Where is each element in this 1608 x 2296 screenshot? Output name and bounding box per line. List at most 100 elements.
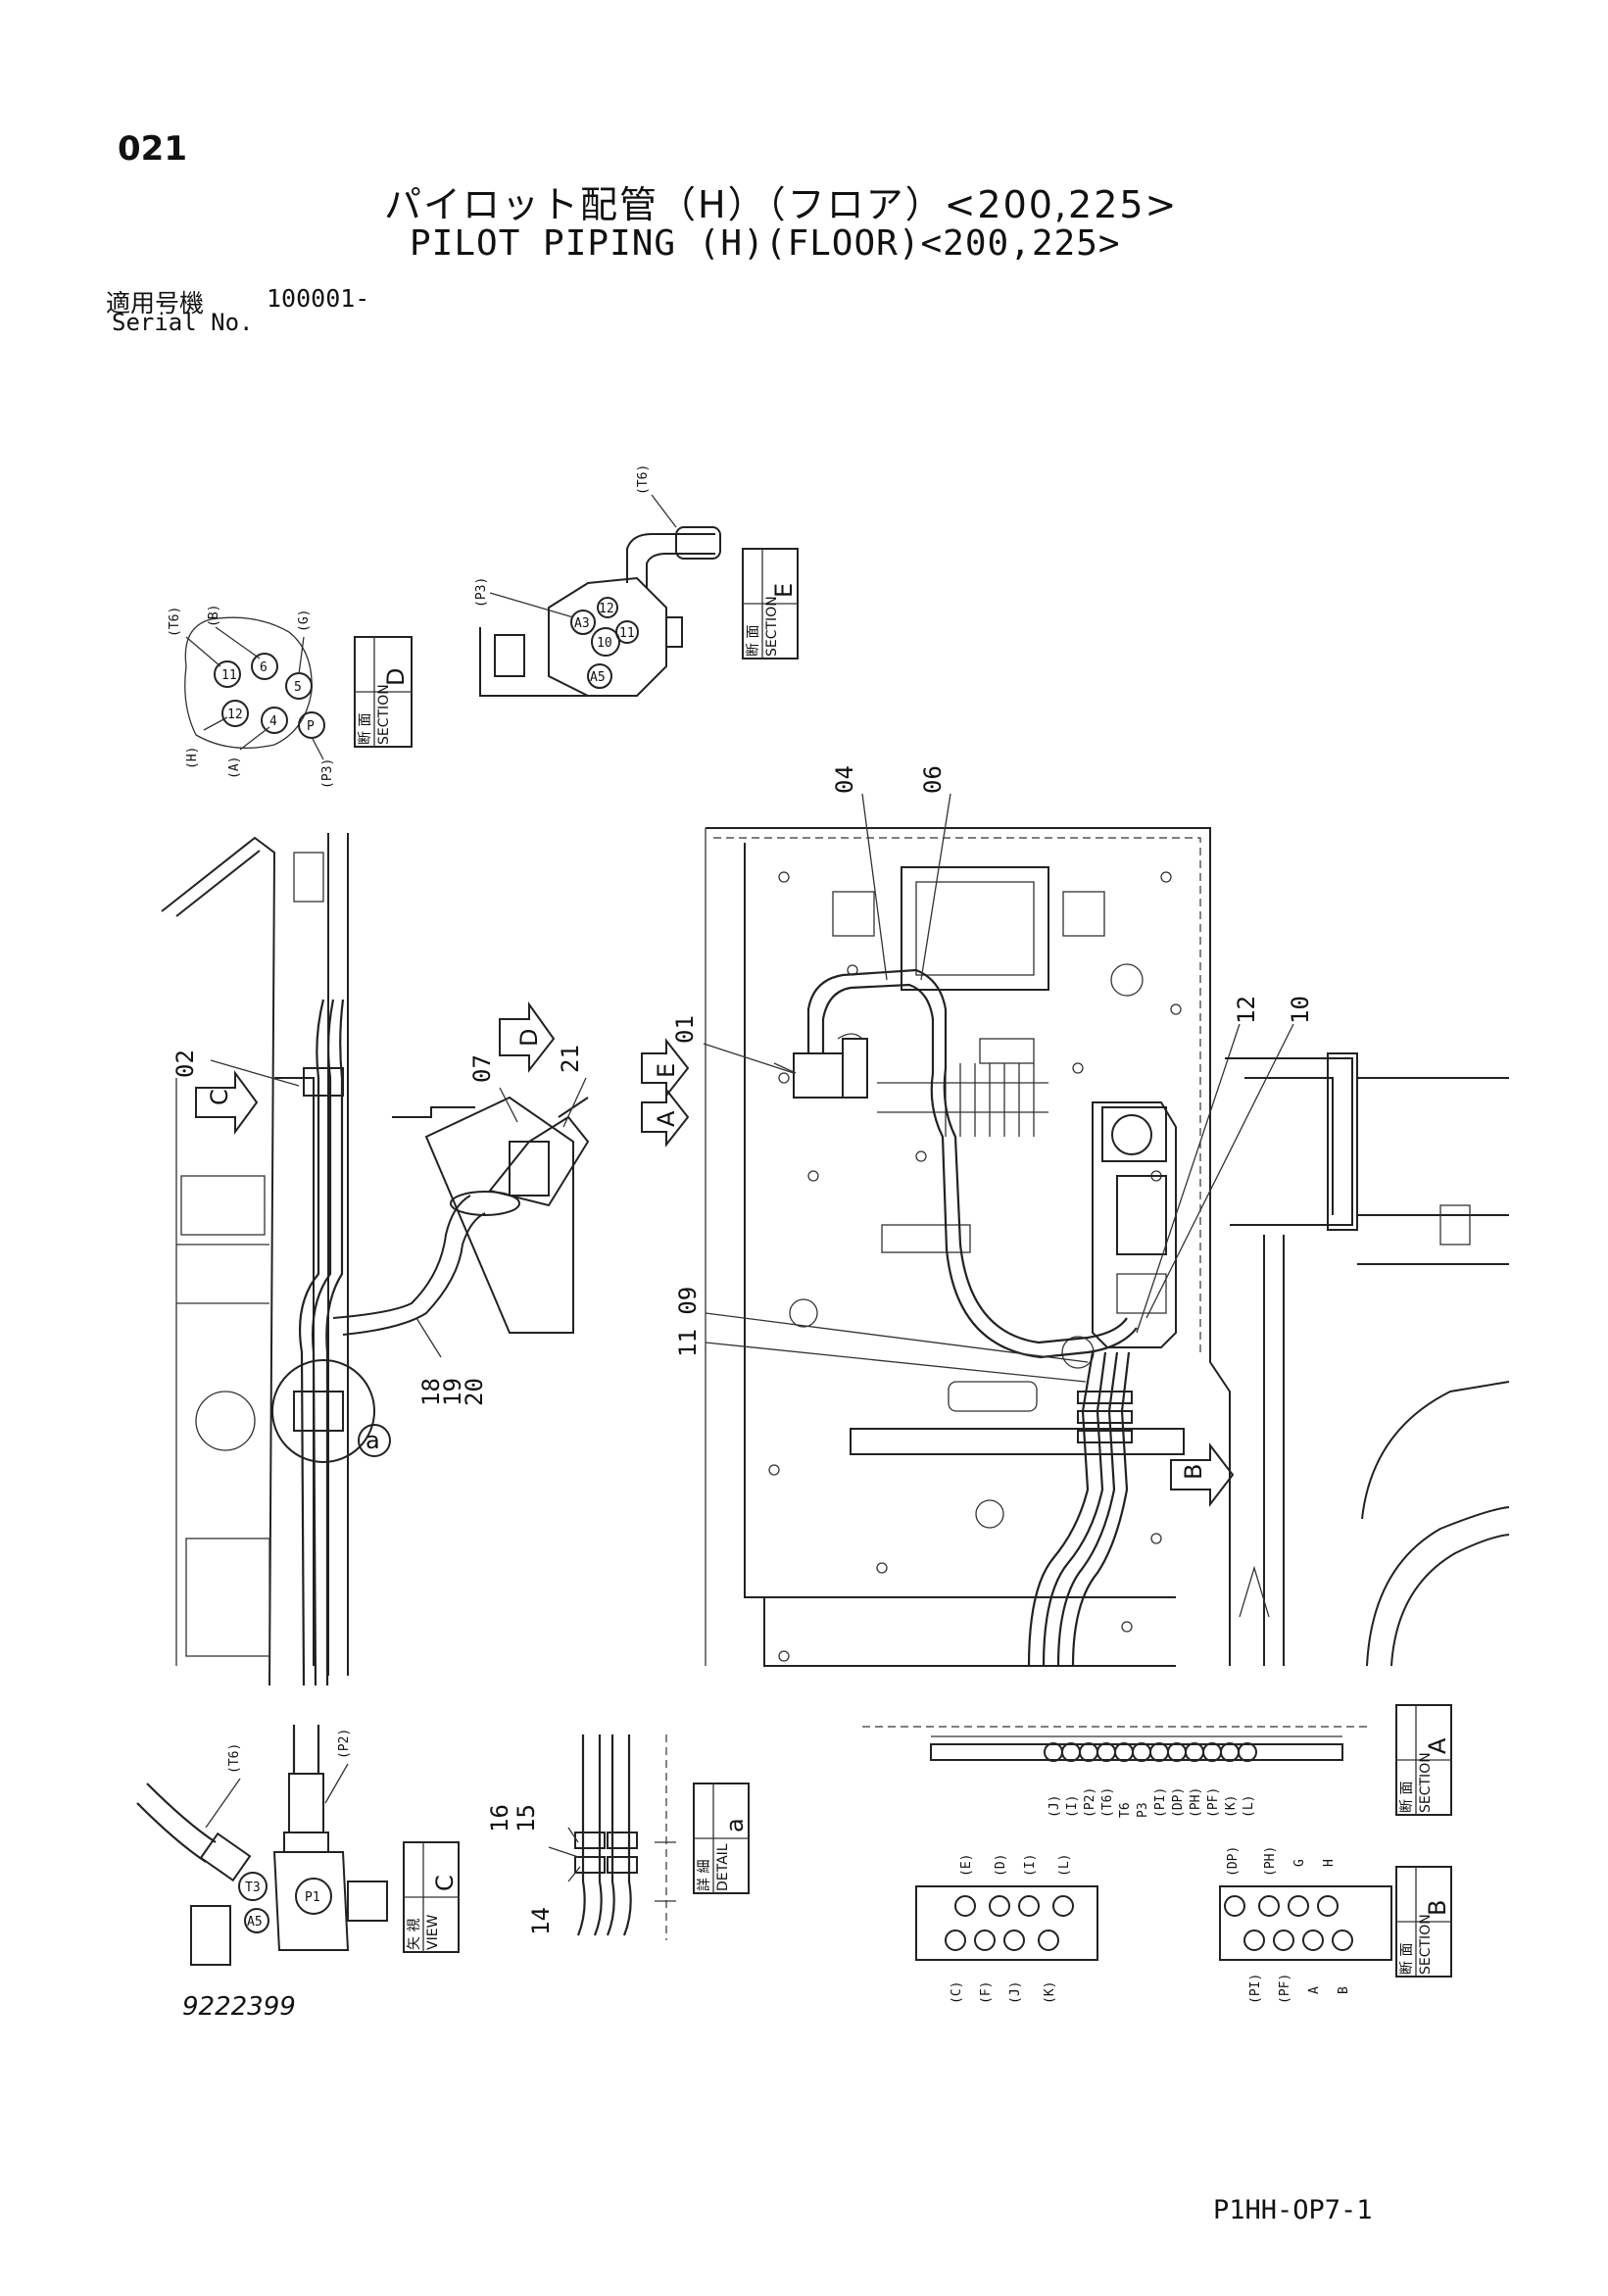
port-a-p2: (P2) <box>1083 1787 1097 1818</box>
port-b-a: A <box>1307 1986 1322 1994</box>
port-e-a3: A3 <box>574 616 590 631</box>
port-c-t6: (T6) <box>227 1743 242 1774</box>
port-c-p1: P1 <box>305 1890 320 1905</box>
view-e-arrow-label: E <box>653 1063 680 1078</box>
part-06: 06 <box>919 765 947 794</box>
port-b-ph: (PH) <box>1263 1846 1278 1877</box>
port-e-12: 12 <box>599 602 614 616</box>
port-e-11: 11 <box>619 626 635 641</box>
port-b-i: (I) <box>1023 1854 1038 1877</box>
detail-a-letter: a <box>721 1818 749 1832</box>
port-d-p: P <box>307 719 315 734</box>
port-d-g: (G) <box>297 610 312 632</box>
section-b-en: SECTION <box>1418 1914 1434 1975</box>
part-10: 10 <box>1287 996 1314 1024</box>
part-07: 07 <box>468 1054 496 1083</box>
port-a-t6-paren: (T6) <box>1100 1787 1115 1818</box>
port-e-t6: (T6) <box>636 464 651 495</box>
part-14: 14 <box>527 1907 555 1935</box>
port-c-p2: (P2) <box>337 1729 352 1759</box>
view-d-arrow-label: D <box>515 1029 543 1047</box>
port-b-b: B <box>1337 1986 1351 1994</box>
view-a-arrow-label: A <box>653 1110 680 1127</box>
part-19: 19 <box>439 1378 466 1406</box>
port-d-11: 11 <box>221 668 237 683</box>
port-b-d: (D) <box>994 1854 1008 1877</box>
part-15: 15 <box>512 1804 540 1832</box>
part-20: 20 <box>461 1378 488 1406</box>
port-b-dp: (DP) <box>1226 1846 1241 1877</box>
title-japanese: パイロット配管（H）（フロア）<200,225> <box>384 183 1179 226</box>
section-e-jp: 断 面 <box>746 625 761 657</box>
detail-a-en: DETAIL <box>715 1843 731 1891</box>
port-b-k: (K) <box>1043 1981 1057 2004</box>
page-number: 021 <box>118 129 187 169</box>
sheet-code: P1HH-OP7-1 <box>1213 2195 1373 2225</box>
port-b-pi: (PI) <box>1248 1974 1263 2004</box>
port-a-dp: (DP) <box>1171 1787 1186 1818</box>
section-d-view: 11 6 5 12 4 P (T6) (B) (G) (H) (A) (P3) … <box>168 605 413 789</box>
port-d-p3: (P3) <box>320 758 335 789</box>
section-a-letter: A <box>1424 1737 1451 1754</box>
port-a-k: (K) <box>1224 1795 1239 1818</box>
section-d-en: SECTION <box>376 684 392 745</box>
port-a-ph: (PH) <box>1189 1787 1203 1818</box>
section-d-jp: 断 面 <box>358 713 373 745</box>
port-d-12: 12 <box>227 708 243 722</box>
port-b-j: (J) <box>1008 1981 1023 2004</box>
port-e-p3: (P3) <box>474 577 489 608</box>
left-side-elevation: a C 02 18 19 20 07 21 D <box>161 833 590 1686</box>
serial-label-japanese: 適用号機 <box>106 289 205 318</box>
port-d-b: (B) <box>207 605 221 627</box>
view-c-detail: P1 T3 A5 (T6) (P2) 矢 視 VIEW C <box>136 1725 460 1966</box>
port-b-c: (C) <box>950 1981 964 2004</box>
section-a-en: SECTION <box>1418 1752 1434 1813</box>
port-d-a: (A) <box>227 757 242 779</box>
port-d-5: 5 <box>294 680 302 695</box>
section-a-ports <box>1044 1742 1257 1762</box>
section-a-jp: 断 面 <box>1399 1782 1415 1813</box>
title-english: PILOT PIPING (H)(FLOOR)<200,225> <box>410 223 1121 264</box>
section-e-view: (T6) A3 10 12 11 A5 (P3) 断 面 SECTION E <box>474 464 799 697</box>
part-21: 21 <box>557 1045 584 1073</box>
part-11-09: 11 09 <box>674 1287 702 1357</box>
port-b-pf: (PF) <box>1278 1974 1292 2004</box>
serial-label-english: Serial No. <box>112 309 254 336</box>
port-e-a5: A5 <box>590 670 606 685</box>
port-d-h: (H) <box>185 747 200 769</box>
port-c-t3: T3 <box>245 1881 261 1895</box>
port-b-e: (E) <box>959 1854 974 1877</box>
port-d-4: 4 <box>269 714 277 729</box>
port-d-t6: (T6) <box>168 607 182 637</box>
section-e-letter: E <box>770 583 798 598</box>
section-b-view: (E) (D) (I) (L) (DP) (PH) G H (C) (F) (J… <box>915 1846 1452 2004</box>
section-a-view: (J) (I) (P2) (T6) T6 P3 (PI) (DP) (PH) (… <box>862 1704 1452 1818</box>
section-b-letter: B <box>1424 1900 1451 1916</box>
port-a-pf: (PF) <box>1206 1787 1221 1818</box>
part-04: 04 <box>831 765 858 794</box>
port-a-p3: P3 <box>1136 1802 1150 1818</box>
detail-a-view: 16 15 14 詳 細 DETAIL a <box>486 1734 750 1940</box>
part-02: 02 <box>171 1050 199 1078</box>
part-18: 18 <box>417 1378 445 1406</box>
port-a-i: (I) <box>1065 1795 1080 1818</box>
view-c-en: VIEW <box>425 1914 441 1950</box>
section-d-letter: D <box>382 668 410 686</box>
view-c-jp: 矢 視 <box>407 1919 422 1950</box>
port-a-pi: (PI) <box>1153 1787 1168 1818</box>
part-01: 01 <box>671 1015 699 1044</box>
port-c-a5: A5 <box>247 1915 263 1930</box>
port-a-t6: T6 <box>1118 1802 1133 1818</box>
view-c-letter: C <box>431 1875 459 1891</box>
part-12: 12 <box>1233 996 1260 1024</box>
port-b-g: G <box>1292 1859 1307 1867</box>
port-a-j: (J) <box>1048 1795 1062 1818</box>
floor-plan: E A B 01 04 06 12 10 11 09 <box>641 765 1510 1667</box>
section-b-jp: 断 面 <box>1399 1943 1415 1975</box>
view-c-arrow-label: C <box>206 1089 233 1105</box>
section-e-en: SECTION <box>764 596 780 657</box>
part-16: 16 <box>486 1804 513 1832</box>
port-b-f: (F) <box>979 1981 994 2004</box>
port-a-l: (L) <box>1242 1795 1256 1818</box>
view-b-arrow-label: B <box>1180 1464 1207 1480</box>
